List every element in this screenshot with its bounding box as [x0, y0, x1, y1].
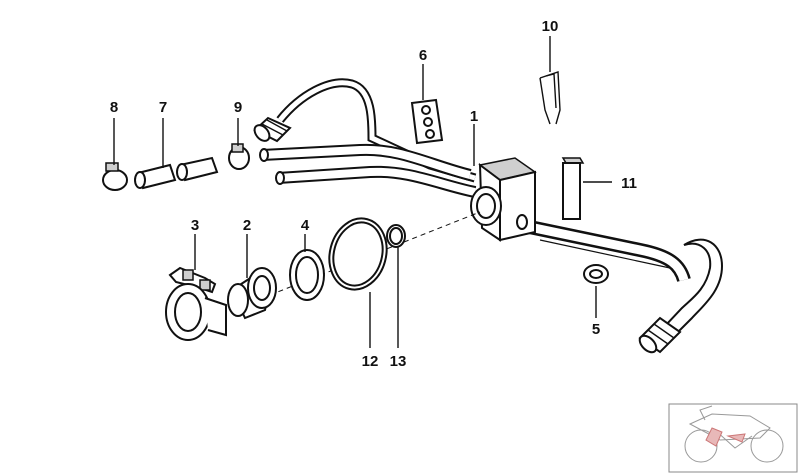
seal-ring-part	[289, 249, 325, 301]
callout-1: 1	[470, 108, 478, 125]
callout-3: 3	[191, 217, 199, 234]
callout-labels: 1 2 3 4 5 6 7 8 9 10 11 12 13	[110, 18, 637, 370]
wire-clip-part	[539, 71, 561, 125]
callout-12: 12	[362, 353, 379, 370]
grommet-small-part	[583, 264, 609, 284]
grommet-part	[410, 98, 444, 145]
callout-13: 13	[390, 353, 407, 370]
hose-connector-part	[227, 267, 277, 320]
motorcycle-thumbnail-icon	[668, 403, 798, 473]
callout-10: 10	[542, 18, 559, 35]
callout-5: 5	[592, 321, 600, 338]
callout-7: 7	[159, 99, 167, 116]
small-clamp-part	[102, 162, 128, 191]
hose-clamp-part	[165, 266, 227, 341]
leader-lines	[113, 36, 612, 348]
callout-9: 9	[234, 99, 242, 116]
foam-strip-part	[561, 157, 585, 220]
callout-4: 4	[301, 217, 310, 234]
corrugated-hose-end-top	[253, 116, 292, 143]
o-ring-large-part	[328, 217, 388, 291]
o-ring-small-part	[386, 224, 406, 248]
pump-housing	[470, 157, 537, 242]
corrugated-hose-end-bottom	[638, 316, 682, 354]
fuel-line-assembly	[253, 78, 724, 354]
callout-11: 11	[621, 175, 637, 192]
callout-2: 2	[243, 217, 251, 234]
short-hose-part	[134, 156, 219, 190]
callout-8: 8	[110, 99, 118, 116]
clamp-part	[228, 143, 250, 170]
callout-6: 6	[419, 47, 427, 64]
